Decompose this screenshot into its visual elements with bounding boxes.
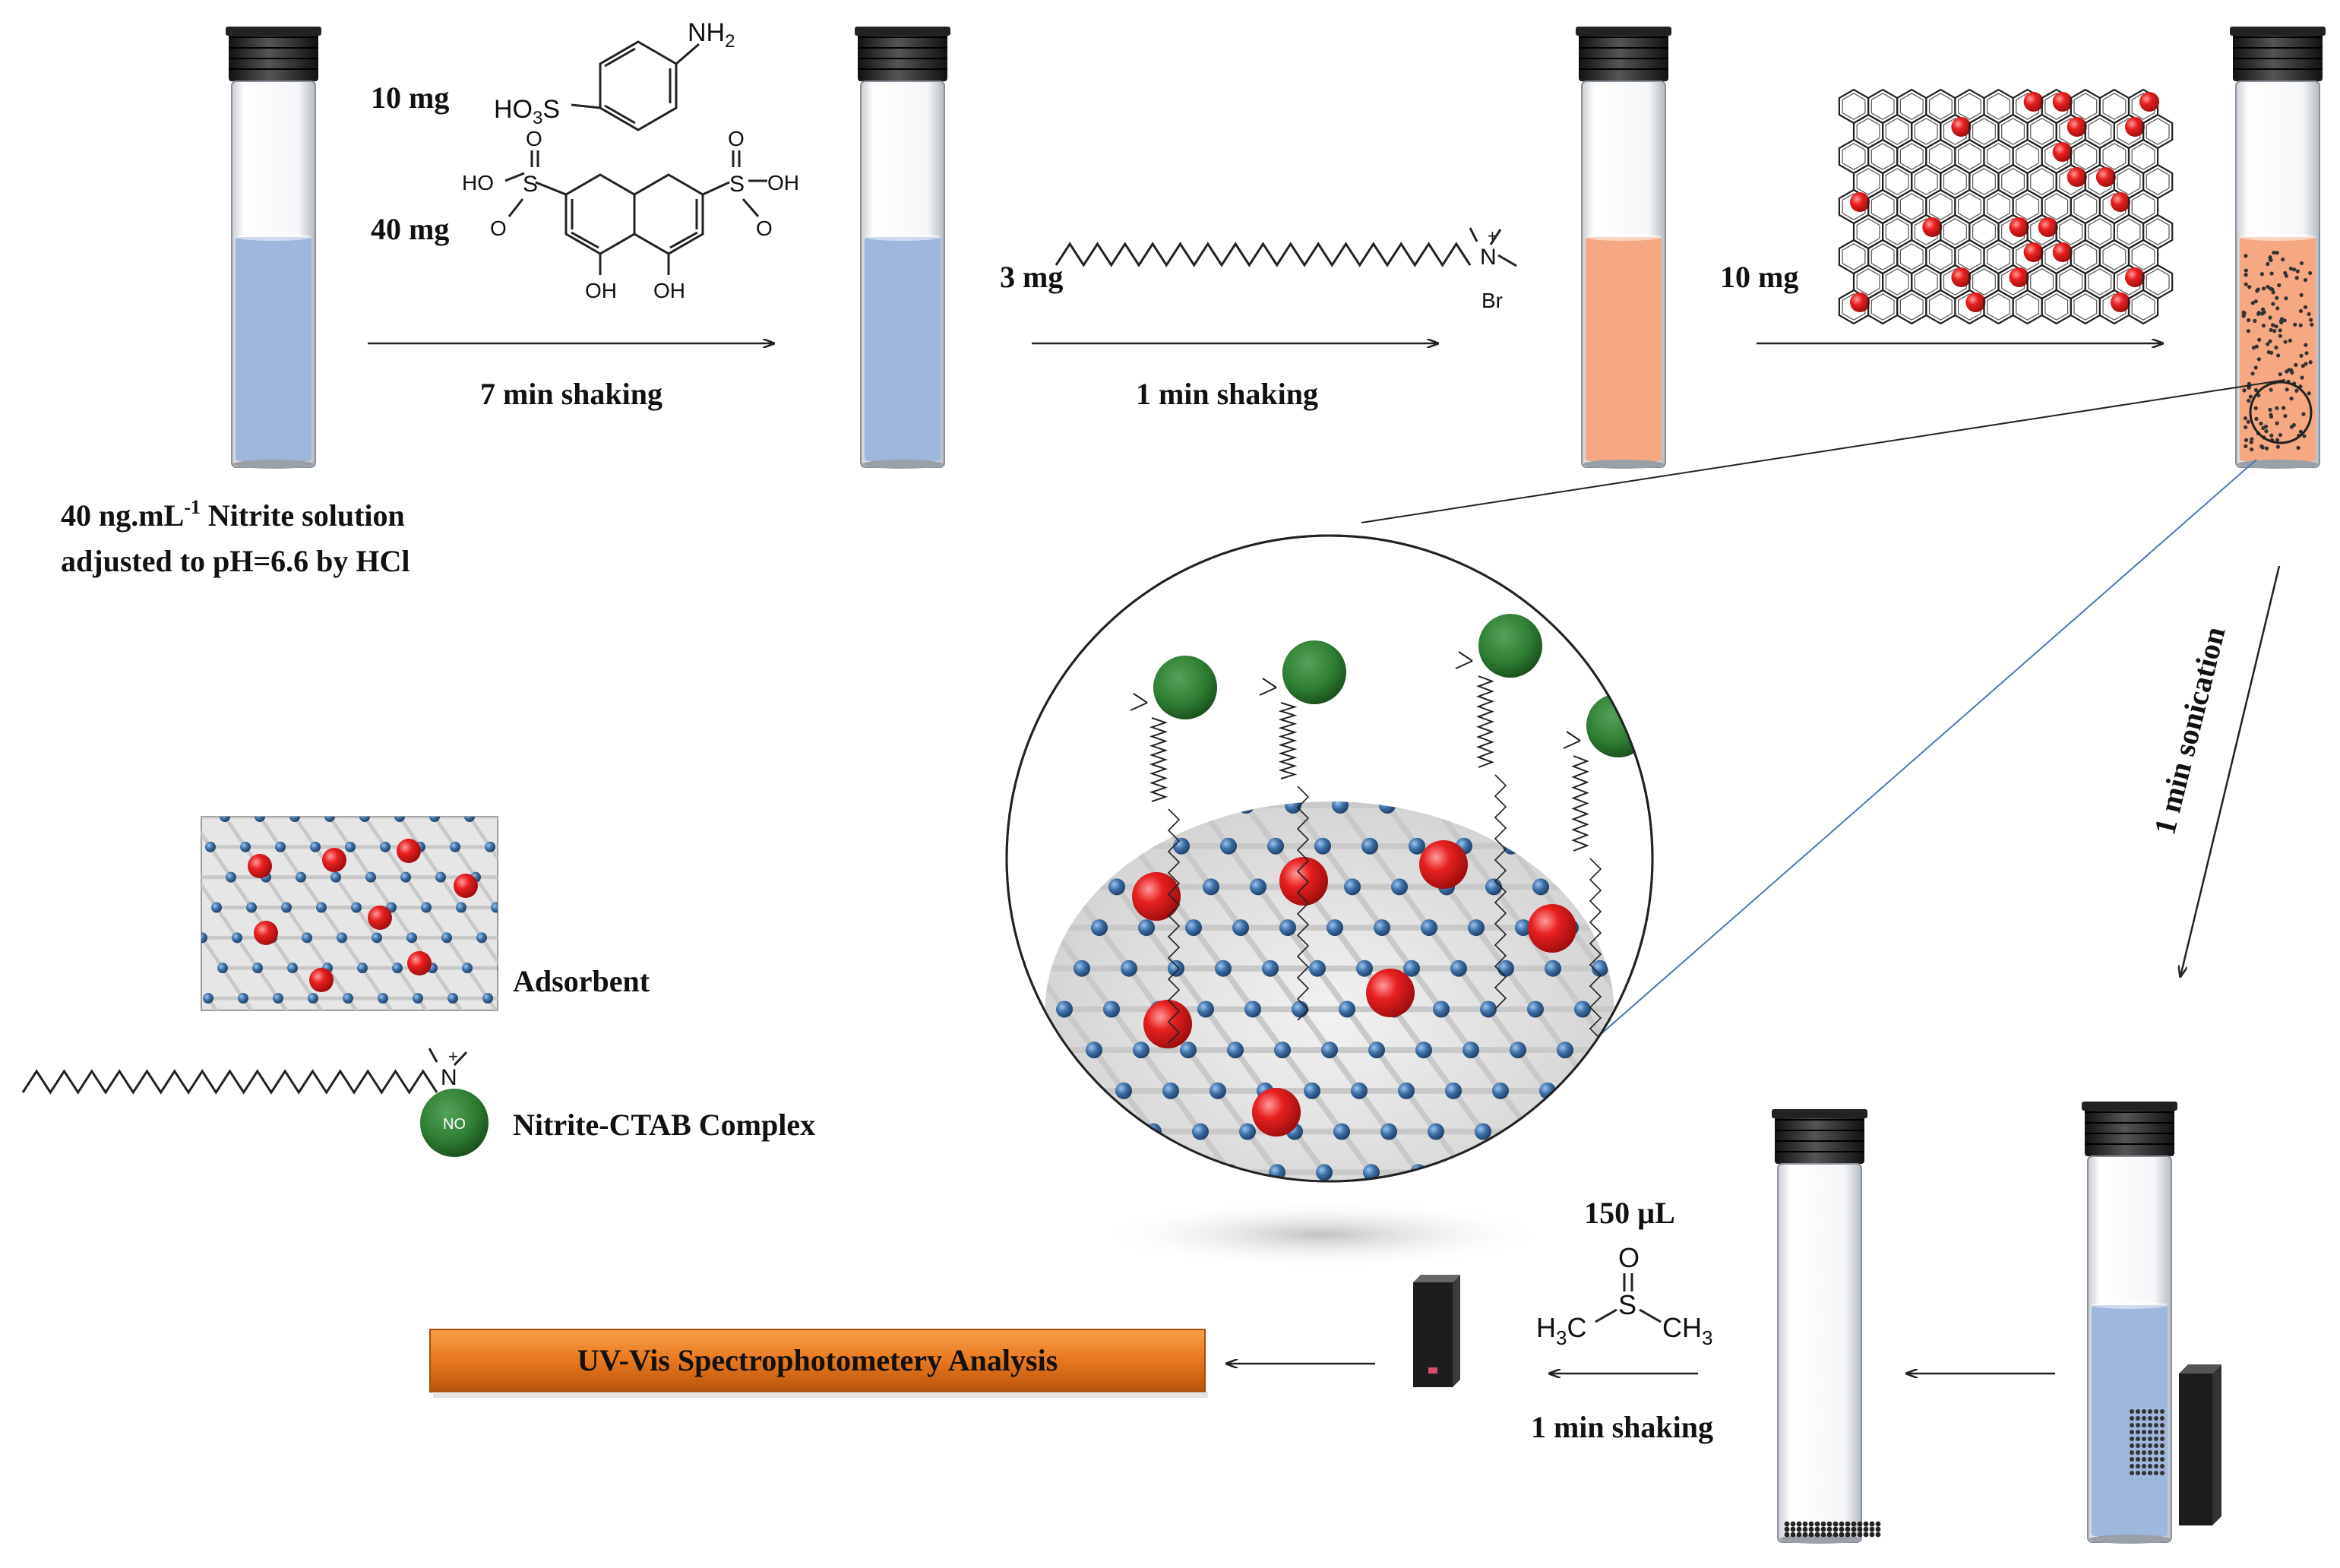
svg-text:N: N (1480, 245, 1497, 270)
svg-text:+: + (1488, 226, 1497, 245)
svg-text:O: O (526, 127, 542, 150)
svg-text:NH2: NH2 (688, 18, 735, 52)
zoom-origin-circle (2249, 381, 2313, 444)
test-tube-icon (855, 27, 950, 469)
svg-text:HO3S: HO3S (494, 95, 560, 128)
svg-text:CH3: CH3 (1662, 1312, 1712, 1349)
svg-text:OH: OH (767, 171, 799, 194)
legend-complex-label: Nitrite-CTAB Complex (513, 1108, 815, 1142)
svg-text:Br: Br (1481, 289, 1503, 312)
step3-mass-label: 10 mg (1720, 260, 1798, 294)
step2-time-label: 1 min shaking (1136, 377, 1318, 411)
svg-text:O: O (756, 217, 773, 240)
svg-text:H3C: H3C (1536, 1312, 1586, 1349)
dmso-structure: O S H3C CH3 (1536, 1242, 1712, 1349)
test-tube-icon (2230, 27, 2326, 469)
svg-text:OH: OH (653, 279, 685, 302)
final-time-label: 1 min shaking (1531, 1410, 1713, 1444)
svg-text:S: S (729, 172, 745, 197)
sample-description-line2: adjusted to pH=6.6 by HCl (61, 544, 410, 578)
ctab-structure: N + Br (1055, 226, 1517, 312)
cuvette-icon (1413, 1275, 1460, 1387)
magnetic-graphene-oxide-icon (1838, 88, 2174, 325)
step1-time-label: 7 min shaking (480, 377, 662, 411)
zoomed-adsorbent-view (1005, 534, 1654, 1183)
magnet-icon (2179, 1364, 2221, 1525)
svg-text:S: S (1618, 1289, 1636, 1320)
svg-text:+: + (448, 1047, 458, 1066)
analysis-box: UV-Vis Spectrophotometery Analysis (429, 1329, 1208, 1398)
legend-adsorbent-icon (201, 816, 498, 1011)
svg-text:OH: OH (585, 279, 617, 302)
svg-text:N: N (441, 1065, 457, 1090)
svg-text:O: O (490, 217, 507, 240)
svg-text:HO: HO (462, 171, 494, 194)
step1-mass-sulfanilic: 10 mg (371, 81, 449, 115)
sulfanilic-acid-structure: NH2 HO3S (494, 18, 735, 131)
zoom-line-bottom (1580, 459, 2257, 1053)
svg-text:O: O (1618, 1242, 1640, 1273)
arrow-icon (2180, 565, 2281, 976)
svg-text:NO: NO (443, 1116, 466, 1133)
test-tube-icon (2082, 1102, 2177, 1544)
legend-adsorbent-label: Adsorbent (513, 964, 650, 998)
zoom-line-top (1361, 379, 2286, 523)
step2-mass-label: 3 mg (1000, 260, 1063, 294)
test-tube-icon (1576, 27, 1671, 469)
step1-mass-chromotropic: 40 mg (371, 212, 449, 246)
sonication-label: 1 min sonication (2147, 623, 2231, 838)
test-tube-icon (1772, 1109, 1881, 1544)
legend-complex-icon: N + NO (21, 1047, 489, 1157)
chromotropic-acid-structure: S HO O O S OH O O OH OH (462, 127, 799, 302)
svg-text:S: S (523, 172, 538, 197)
svg-text:O: O (728, 127, 745, 150)
test-tube-icon (226, 27, 321, 469)
sample-description-line1: 40 ng.mL-1 Nitrite solution (61, 496, 405, 533)
shadow-decoration (1094, 1200, 1550, 1269)
analysis-label: UV-Vis Spectrophotometery Analysis (577, 1343, 1058, 1377)
solvent-volume-label: 150 µL (1584, 1196, 1675, 1230)
